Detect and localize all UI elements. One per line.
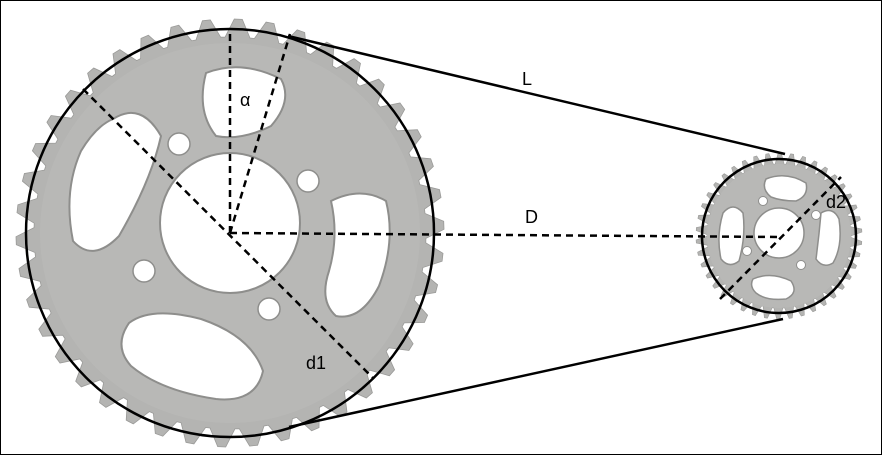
small-center-bore bbox=[753, 207, 805, 259]
large-slot-bottom bbox=[120, 312, 265, 401]
large-pitch-circle bbox=[24, 27, 436, 439]
small-bolt-hole bbox=[796, 260, 806, 270]
small-slot-right bbox=[815, 209, 841, 266]
small-slot-bottom bbox=[750, 274, 795, 301]
small-sprocket bbox=[695, 152, 863, 320]
center-distance-dashed-line bbox=[229, 231, 782, 239]
center-distance-label: D bbox=[525, 207, 538, 227]
small-slot-left bbox=[718, 206, 745, 266]
large-slot-top bbox=[201, 66, 287, 139]
small-bolt-hole bbox=[758, 196, 768, 206]
large-bolt-hole bbox=[132, 259, 156, 283]
small-diameter-dashed-line bbox=[719, 176, 842, 300]
large-bolt-hole bbox=[296, 169, 320, 193]
small-bolt-hole bbox=[742, 246, 752, 256]
large-bolt-hole bbox=[257, 297, 281, 321]
alpha-angled-dashed-line bbox=[228, 33, 292, 234]
large-center-bore bbox=[159, 152, 301, 294]
chain-lower-line bbox=[288, 317, 784, 429]
small-diameter-label: d2 bbox=[826, 192, 846, 212]
small-slot-top bbox=[763, 175, 808, 202]
alpha-label: α bbox=[240, 90, 250, 110]
small-bolt-hole bbox=[811, 210, 821, 220]
large-sprocket bbox=[15, 18, 445, 448]
large-slot-right bbox=[324, 192, 391, 318]
chain-length-label: L bbox=[522, 69, 532, 89]
large-bolt-hole bbox=[167, 132, 191, 156]
large-diameter-label: d1 bbox=[306, 353, 326, 373]
chain-upper-line bbox=[287, 34, 786, 156]
large-diameter-dashed-line bbox=[82, 88, 375, 380]
large-slot-left bbox=[68, 111, 163, 252]
